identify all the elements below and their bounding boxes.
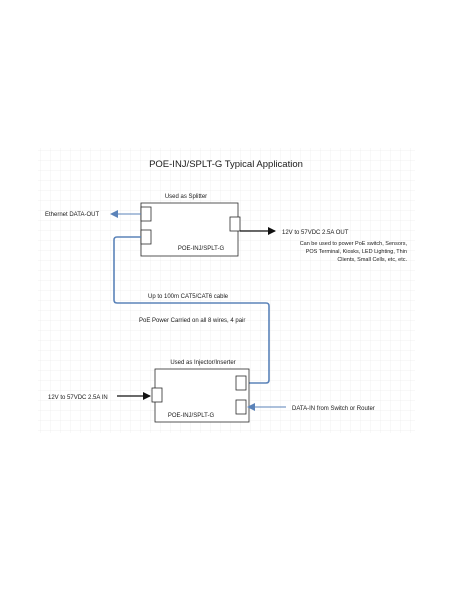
ethernet-data-out-label: Ethernet DATA-OUT <box>45 212 99 218</box>
splitter-caption: Used as Splitter <box>165 194 207 200</box>
power-in-label: 12V to 57VDC 2.5A IN <box>48 395 108 401</box>
injector-model-label: POE-INJ/SPLT-G <box>168 413 215 419</box>
splitter-port-top-left <box>140 206 152 222</box>
data-in-label: DATA-IN from Switch or Router <box>292 406 375 412</box>
splitter-port-right <box>229 216 241 232</box>
splitter-model-label: POE-INJ/SPLT-G <box>178 246 225 252</box>
usage-note-line-2: POS Terminal, Kiosks, LED Lighting, Thin <box>306 249 407 255</box>
poe-cable-line <box>113 236 270 384</box>
power-out-label: 12V to 57VDC 2.5A OUT <box>282 230 349 236</box>
injector-port-top-right <box>235 375 247 391</box>
injector-caption: Used as Injector/Inserter <box>170 360 235 366</box>
splitter-box <box>140 202 239 257</box>
cable-label: Up to 100m CAT5/CAT6 cable <box>148 294 229 300</box>
diagram-title: POE-INJ/SPLT-G Typical Application <box>149 159 303 170</box>
usage-note-line-3: Clients, Small Cells, etc, etc. <box>337 257 407 263</box>
usage-note-line-1: Can be used to power PoE switch, Sensors… <box>300 241 408 247</box>
splitter-port-bottom-left <box>140 229 152 245</box>
injector-port-left <box>151 387 163 403</box>
injector-port-bottom-right <box>235 399 247 415</box>
poe-power-note: PoE Power Carried on all 8 wires, 4 pair <box>139 318 245 324</box>
